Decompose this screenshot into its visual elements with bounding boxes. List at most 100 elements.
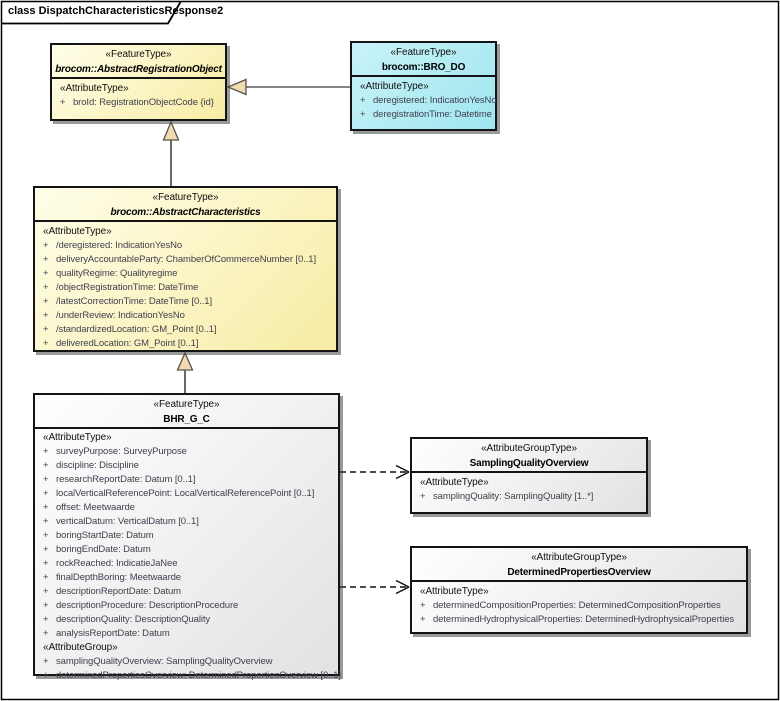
attribute-row[interactable]: + /underReview: IndicationYesNo: [35, 309, 336, 323]
attribute-text: determinedHydrophysicalProperties: Deter…: [433, 614, 735, 625]
class-stereotype: «AttributeGroupType»: [481, 443, 577, 454]
attribute-section-label: «AttributeType»: [43, 432, 112, 443]
attribute-row[interactable]: + /objectRegistrationTime: DateTime: [35, 281, 336, 295]
class-name: DeterminedPropertiesOverview: [507, 567, 651, 578]
attribute-row[interactable]: + deregistered: IndicationYesNo: [352, 94, 497, 108]
attribute-text: /underReview: IndicationYesNo: [56, 310, 185, 321]
visibility-marker: +: [43, 338, 49, 349]
attribute-row[interactable]: + discipline: Discipline: [35, 459, 338, 473]
visibility-marker: +: [43, 656, 49, 667]
attribute-list: + samplingQuality: SamplingQuality [1..*…: [412, 490, 646, 504]
attribute-text: deliveredLocation: GM_Point [0..1]: [56, 338, 199, 349]
visibility-marker: +: [60, 97, 66, 108]
attribute-row[interactable]: + /standardizedLocation: GM_Point [0..1]: [35, 323, 336, 337]
attribute-text: /standardizedLocation: GM_Point [0..1]: [56, 324, 217, 335]
attribute-group-section-label: «AttributeGroup»: [43, 642, 118, 653]
attribute-row[interactable]: + descriptionReportDate: Datum: [35, 585, 338, 599]
class-header: «FeatureType» BHR_G_C: [35, 395, 338, 429]
attribute-row[interactable]: + deregistrationTime: Datetime: [352, 108, 495, 122]
class-stereotype: «AttributeGroupType»: [531, 552, 627, 563]
visibility-marker: +: [43, 282, 49, 293]
attribute-row[interactable]: + /deregistered: IndicationYesNo: [35, 239, 336, 253]
visibility-marker: +: [43, 324, 49, 335]
attribute-text: boringStartDate: Datum: [56, 530, 154, 541]
class-box-bro-do[interactable]: «FeatureType» brocom::BRO_DO «AttributeT…: [350, 41, 497, 131]
attribute-row[interactable]: + researchReportDate: Datum [0..1]: [35, 473, 338, 487]
attribute-text: /deregistered: IndicationYesNo: [56, 240, 183, 251]
attribute-row[interactable]: + analysisReportDate: Datum: [35, 627, 338, 641]
attribute-row[interactable]: + surveyPurpose: SurveyPurpose: [35, 445, 338, 459]
attribute-section-label: «AttributeType»: [60, 83, 129, 94]
attribute-text: boringEndDate: Datum: [56, 544, 151, 555]
attribute-row[interactable]: + samplingQuality: SamplingQuality [1..*…: [412, 490, 646, 504]
class-name: BHR_G_C: [163, 414, 210, 425]
visibility-marker: +: [43, 530, 49, 541]
class-name: brocom::AbstractRegistrationObject: [55, 64, 222, 75]
attribute-row[interactable]: + offset: Meetwaarde: [35, 501, 338, 515]
attribute-row[interactable]: + broId: RegistrationObjectCode {id}: [52, 96, 225, 110]
attribute-text: samplingQuality: SamplingQuality [1..*]: [433, 491, 594, 502]
visibility-marker: +: [43, 502, 49, 513]
attribute-list: + broId: RegistrationObjectCode {id}: [52, 96, 225, 110]
attribute-row[interactable]: + determinedPropertiesOverview: Determin…: [35, 669, 341, 683]
visibility-marker: +: [43, 310, 49, 321]
visibility-marker: +: [43, 586, 49, 597]
attribute-list: + /deregistered: IndicationYesNo + deliv…: [35, 239, 336, 351]
visibility-marker: +: [43, 240, 49, 251]
attribute-text: qualityRegime: Qualityregime: [56, 268, 178, 279]
attribute-text: deliveryAccountableParty: ChamberOfComme…: [56, 254, 316, 265]
visibility-marker: +: [43, 446, 49, 457]
attribute-row[interactable]: + /latestCorrectionTime: DateTime [0..1]: [35, 295, 336, 309]
attribute-text: surveyPurpose: SurveyPurpose: [56, 446, 187, 457]
class-box-determinedpropertiesoverview[interactable]: «AttributeGroupType» DeterminedPropertie…: [410, 546, 748, 634]
class-attributes-compartment: «AttributeType» + /deregistered: Indicat…: [35, 222, 336, 351]
visibility-marker: +: [43, 516, 49, 527]
attribute-row[interactable]: + descriptionQuality: DescriptionQuality: [35, 613, 338, 627]
attribute-section-label: «AttributeType»: [420, 586, 489, 597]
attribute-text: offset: Meetwaarde: [56, 502, 135, 513]
visibility-marker: +: [43, 254, 49, 265]
class-box-samplingqualityoverview[interactable]: «AttributeGroupType» SamplingQualityOver…: [410, 437, 648, 514]
dependency-bhr-g-c-to-samplingqualityoverview[interactable]: [340, 464, 410, 480]
attribute-row[interactable]: + localVerticalReferencePoint: LocalVert…: [35, 487, 338, 501]
class-box-abstractregistrationobject[interactable]: «FeatureType» brocom::AbstractRegistrati…: [50, 43, 227, 121]
attribute-section-label: «AttributeType»: [360, 81, 429, 92]
attribute-row[interactable]: + verticalDatum: VerticalDatum [0..1]: [35, 515, 338, 529]
class-box-bhr-g-c[interactable]: «FeatureType» BHR_G_C «AttributeType» + …: [33, 393, 341, 681]
attribute-row[interactable]: + descriptionProcedure: DescriptionProce…: [35, 599, 338, 613]
visibility-marker: +: [420, 600, 426, 611]
generalization-abstractcharacteristics-to-abstractregistrationobject[interactable]: [162, 120, 180, 186]
attribute-text: discipline: Discipline: [56, 460, 139, 471]
class-stereotype: «FeatureType»: [152, 192, 219, 203]
class-name: brocom::BRO_DO: [381, 62, 466, 73]
class-header: «FeatureType» brocom::BRO_DO: [352, 43, 495, 77]
attribute-section-label: «AttributeType»: [420, 477, 489, 488]
attribute-row[interactable]: + finalDepthBoring: Meetwaarde: [35, 571, 338, 585]
visibility-marker: +: [43, 600, 49, 611]
diagram-frame-title: class DispatchCharacteristicsResponse2: [8, 5, 224, 17]
attribute-row[interactable]: + samplingQualityOverview: SamplingQuali…: [35, 655, 338, 669]
attribute-row[interactable]: + deliveredLocation: GM_Point [0..1]: [35, 337, 336, 351]
class-box-abstractcharacteristics[interactable]: «FeatureType» brocom::AbstractCharacteri…: [33, 186, 338, 352]
attribute-text: descriptionReportDate: Datum: [56, 586, 181, 597]
attribute-text: verticalDatum: VerticalDatum [0..1]: [56, 516, 199, 527]
attribute-list: + surveyPurpose: SurveyPurpose + discipl…: [35, 445, 338, 641]
visibility-marker: +: [43, 268, 49, 279]
attribute-row[interactable]: + boringStartDate: Datum: [35, 529, 338, 543]
attribute-text: /objectRegistrationTime: DateTime: [56, 282, 199, 293]
visibility-marker: +: [360, 95, 366, 106]
attribute-row[interactable]: + determinedCompositionProperties: Deter…: [412, 599, 746, 613]
dependency-bhr-g-c-to-determinedpropertiesoverview[interactable]: [340, 579, 410, 595]
attribute-row[interactable]: + boringEndDate: Datum: [35, 543, 338, 557]
attribute-text: determinedPropertiesOverview: Determined…: [56, 670, 341, 681]
class-stereotype: «FeatureType»: [105, 49, 172, 60]
attribute-row[interactable]: + qualityRegime: Qualityregime: [35, 267, 336, 281]
attribute-row[interactable]: + deliveryAccountableParty: ChamberOfCom…: [35, 253, 336, 267]
attribute-row[interactable]: + rockReached: IndicatieJaNee: [35, 557, 338, 571]
generalization-bro-do-to-abstractregistrationobject[interactable]: [226, 78, 350, 96]
attribute-row[interactable]: + determinedHydrophysicalProperties: Det…: [412, 613, 746, 627]
generalization-bhr-g-c-to-abstractcharacteristics[interactable]: [176, 351, 194, 393]
attribute-text: analysisReportDate: Datum: [56, 628, 170, 639]
